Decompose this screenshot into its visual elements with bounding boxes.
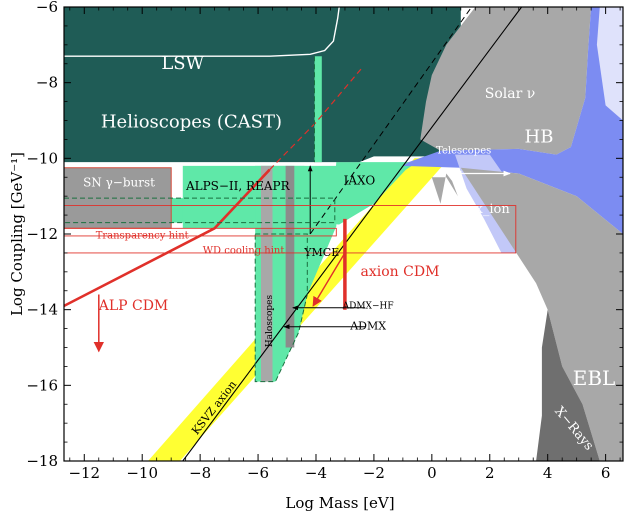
label-axion-cdm: axion CDM — [361, 264, 440, 280]
x-tick-label: −12 — [68, 464, 100, 482]
label-transparency-hint: Transparency hint — [96, 230, 189, 241]
wd-hint-box — [64, 205, 517, 254]
label-sn-burst: SN γ−burst — [83, 175, 155, 189]
y-axis-label: Log Coupling [GeV⁻¹] — [8, 152, 26, 316]
y-tick-label: −12 — [26, 225, 58, 243]
label-telescopes: Telescopes — [436, 145, 491, 156]
x-tick-label: 0 — [427, 464, 437, 482]
label-admx-hf: ADMX−HF — [342, 301, 394, 311]
y-tick-label: −6 — [36, 0, 58, 16]
y-tick-label: −10 — [26, 149, 58, 167]
axes-layer: −12 −10 −8 −6 −4 −2 0 2 4 6 −18 −16 −14 −12 −10 −8 −6 — [26, 0, 623, 482]
x-axis-label: Log Mass [eV] — [285, 494, 394, 512]
x-tick-label: 2 — [485, 464, 495, 482]
x-tick-label: −8 — [189, 464, 211, 482]
dashed-line — [309, 7, 473, 235]
haloscope-projection — [255, 165, 337, 382]
x-tick-label: −6 — [247, 464, 269, 482]
solar-nu-region — [420, 7, 592, 155]
label-helioscopes-cast: Helioscopes (CAST) — [101, 111, 282, 132]
label-iaxo: IAXO — [344, 174, 376, 188]
y-tick-label: −14 — [26, 301, 58, 319]
y-tick-label: −16 — [26, 376, 58, 394]
label-alps-ii-reapr: ALPS−II, REAPR — [185, 179, 291, 193]
hb-region — [402, 7, 623, 234]
iaxo-outline — [64, 197, 336, 224]
label-admx: ADMX — [349, 320, 386, 333]
label-x-ion: x_ion — [476, 202, 511, 217]
haloscopes-strip — [285, 165, 295, 348]
haloscopes-region — [261, 165, 273, 382]
label-alp-cdm: ALP CDM — [98, 298, 169, 314]
label-haloscopes: Haloscopes — [265, 294, 275, 347]
haloscope-outline — [254, 233, 308, 383]
x-tick-label: −4 — [305, 464, 327, 482]
label-ebl: EBL — [573, 366, 616, 390]
label-hb: HB — [525, 127, 554, 148]
y-tick-label: −18 — [26, 452, 58, 470]
x-tick-label: 6 — [601, 464, 611, 482]
x-tick-label: −2 — [363, 464, 385, 482]
top-right-band — [596, 7, 623, 121]
lsw-boundary — [64, 7, 340, 57]
x-tick-label: 4 — [543, 464, 553, 482]
regions-layer — [64, 7, 623, 461]
label-lsw: LSW — [161, 53, 204, 74]
label-solar: Solar ν — [485, 86, 536, 102]
ksvz-line — [182, 7, 523, 461]
axion-cdm-arrow — [312, 252, 346, 307]
lines-layer — [64, 7, 523, 461]
ebl-region — [431, 167, 623, 461]
label-wd-cooling-hint: WD cooling hint — [203, 246, 285, 257]
xrays-region — [536, 309, 600, 461]
label-ymce: YMCE — [303, 246, 339, 259]
cast-green-strip — [314, 56, 322, 163]
x-tick-label: −10 — [126, 464, 158, 482]
y-tick-label: −8 — [36, 74, 58, 92]
alp-cdm-dashed — [269, 67, 363, 171]
transparency-hint-box — [64, 227, 337, 237]
cast-region — [64, 7, 461, 163]
